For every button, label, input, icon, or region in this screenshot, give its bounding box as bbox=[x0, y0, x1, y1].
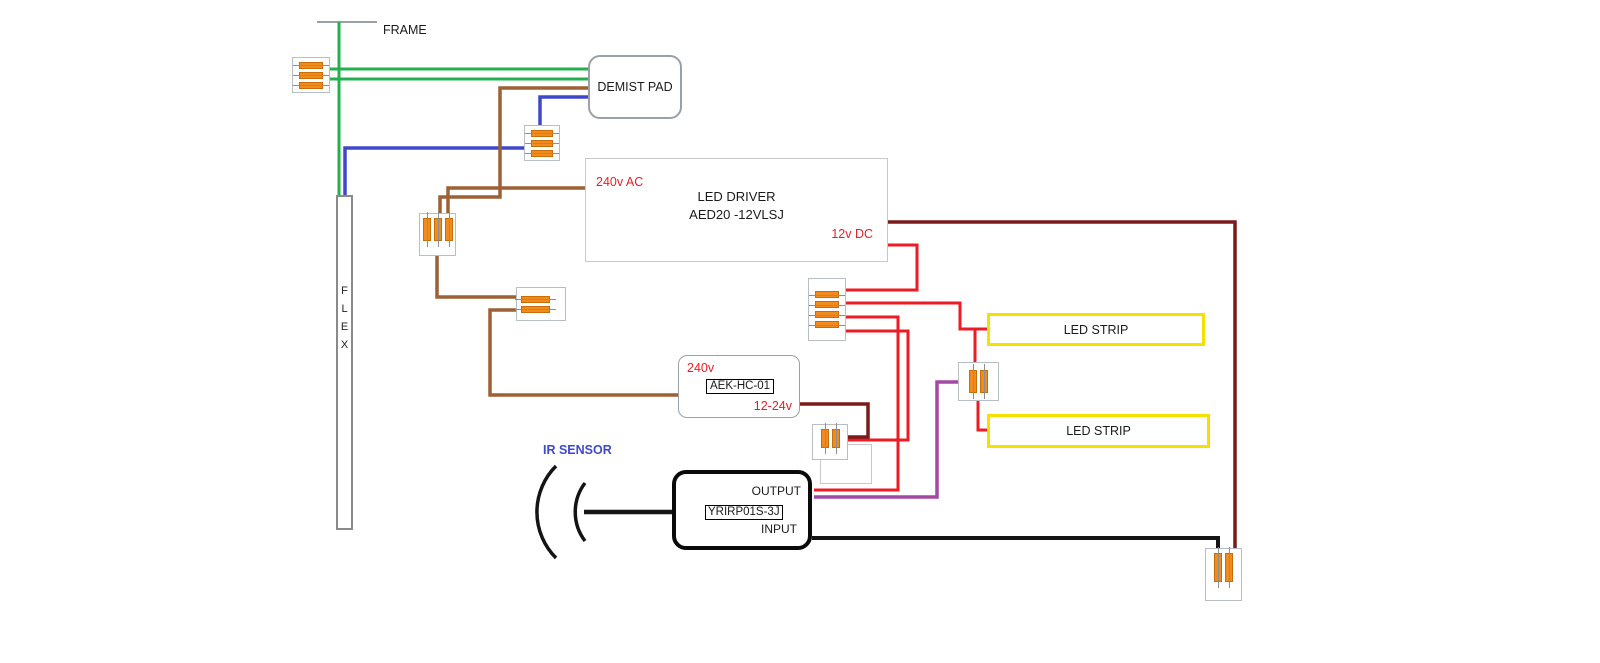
connector-lever-icon bbox=[809, 301, 845, 308]
brown-wire-to-controller bbox=[488, 308, 679, 397]
connector-lever-icon bbox=[524, 139, 560, 147]
ir-sensor-input-label: INPUT bbox=[761, 522, 797, 537]
wago-connector-frame bbox=[292, 57, 330, 93]
wago-connector-demist-blue bbox=[524, 125, 560, 161]
controller-input-label: 240v bbox=[687, 361, 715, 375]
connector-lever-icon bbox=[980, 364, 988, 399]
wago-connector-bottom-right bbox=[1205, 546, 1242, 601]
led-driver-box: LED DRIVER AED20 -12VLSJ 240v AC 12v DC bbox=[585, 158, 888, 262]
frame-label: FRAME bbox=[383, 23, 427, 37]
connector-lever-icon bbox=[809, 291, 845, 298]
red-wire-distribution-to-ir-output bbox=[814, 315, 900, 492]
wago-connector-brown-mid bbox=[514, 287, 566, 321]
flex-label: FLEX bbox=[338, 285, 351, 357]
ir-wave-inner-icon bbox=[573, 481, 587, 543]
brown-wire-demist-feed bbox=[438, 86, 588, 214]
connector-lever-icon bbox=[524, 149, 560, 157]
flex-conduit: FLEX bbox=[336, 195, 353, 530]
black-wire-ir-input-to-bottom-connector bbox=[812, 536, 1220, 550]
controller-output-label: 12-24v bbox=[753, 399, 792, 413]
ir-wave-outer-icon bbox=[535, 464, 558, 560]
ir-sensor-box: OUTPUT YRIRP01S-3J INPUT bbox=[672, 470, 812, 550]
connector-lever-icon bbox=[831, 423, 840, 454]
led-driver-model: AED20 -12VLSJ bbox=[689, 207, 784, 222]
ir-sensor-label: IR SENSOR bbox=[543, 443, 612, 457]
connector-lever-icon bbox=[514, 305, 557, 313]
connector-lever-icon bbox=[1214, 546, 1222, 589]
brown-wire-driver-240v-feed bbox=[446, 186, 585, 214]
red-wire-distribution-to-connectorF bbox=[846, 329, 910, 442]
controller-box: 240v AEK-HC-01 12-24v bbox=[678, 355, 800, 418]
blue-wire-connector-to-flex bbox=[343, 146, 525, 196]
connector-lever-icon bbox=[820, 423, 829, 454]
led-strip-1-label: LED STRIP bbox=[1063, 322, 1129, 337]
connector-lever-icon bbox=[524, 129, 560, 137]
wago-connector-controller-output bbox=[812, 423, 848, 460]
ir-sensor-model-label: YRIRP01S-3J bbox=[705, 505, 783, 521]
connector-lever-icon bbox=[433, 212, 442, 247]
connector-lever-icon bbox=[293, 61, 329, 69]
connector-lever-icon bbox=[809, 321, 845, 328]
led-strip-1-box: LED STRIP bbox=[987, 313, 1205, 346]
darkred-wire-driver-to-bottom-connector bbox=[888, 220, 1237, 550]
led-driver-name: LED DRIVER bbox=[697, 189, 776, 204]
red-wire-striplink-to-strip2 bbox=[976, 400, 988, 432]
demist-pad-label: DEMIST PAD bbox=[597, 80, 673, 94]
connector-lever-icon bbox=[293, 81, 329, 89]
wago-connector-mains-brown bbox=[419, 212, 456, 256]
connector-lever-icon bbox=[514, 295, 557, 303]
led-strip-2-box: LED STRIP bbox=[987, 414, 1210, 448]
led-driver-input-label: 240v AC bbox=[596, 175, 644, 189]
red-wire-driver-12v-to-distribution bbox=[846, 243, 919, 292]
connector-backing-plate bbox=[820, 444, 872, 484]
purple-wire-ir-to-striplink bbox=[814, 380, 959, 499]
wago-connector-12v-distribution bbox=[808, 278, 846, 341]
connector-lever-icon bbox=[293, 71, 329, 79]
led-driver-output-label: 12v DC bbox=[831, 226, 873, 241]
controller-model-label: AEK-HC-01 bbox=[706, 379, 775, 395]
wago-connector-strip-link bbox=[958, 362, 999, 401]
connector-lever-icon bbox=[444, 212, 453, 247]
red-wire-distribution-to-strip1 bbox=[846, 301, 988, 331]
connector-lever-icon bbox=[1225, 546, 1233, 589]
darkred-wire-controller-output-to-connectorF bbox=[800, 402, 870, 439]
brown-wire-connectorC-to-connectorD bbox=[435, 255, 517, 299]
led-strip-2-label: LED STRIP bbox=[1066, 424, 1131, 438]
blue-wire-demist-to-connector bbox=[538, 95, 588, 127]
demist-pad-box: DEMIST PAD bbox=[588, 55, 682, 119]
connector-lever-icon bbox=[422, 212, 431, 247]
connector-lever-icon bbox=[969, 364, 977, 399]
connector-lever-icon bbox=[809, 311, 845, 318]
ir-sensor-output-label: OUTPUT bbox=[751, 484, 801, 498]
